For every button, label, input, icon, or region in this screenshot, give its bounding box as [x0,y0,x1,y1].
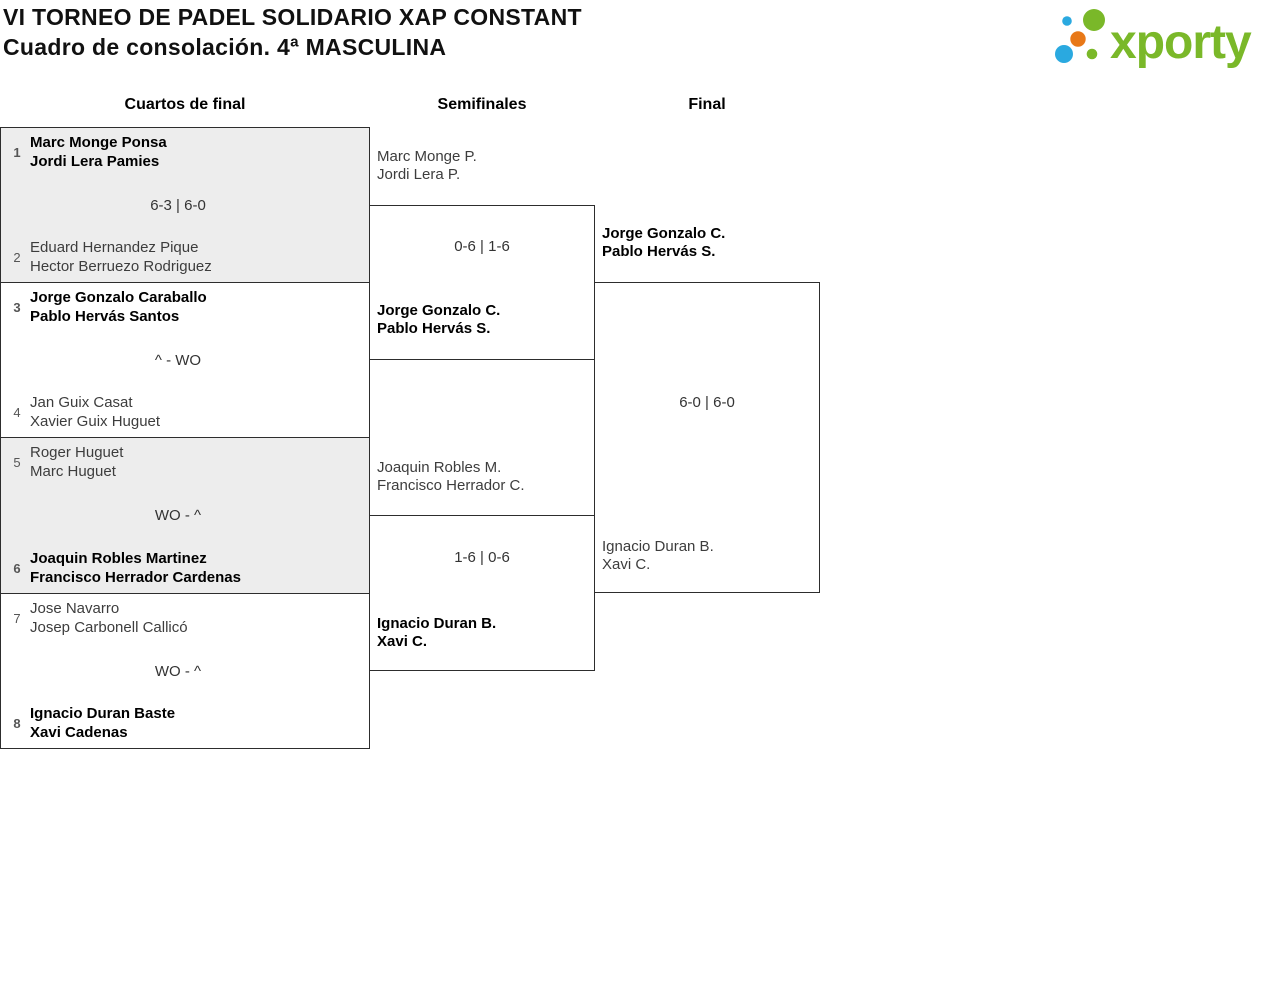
final-score: 6-0 | 6-0 [679,394,735,411]
sf2-team-bottom: Ignacio Duran B. Xavi C. [377,615,497,650]
sf1-team-bottom: Jorge Gonzalo C. Pablo Hervás S. [377,302,501,337]
team-names: Marc Monge Ponsa Jordi Lera Pamies [30,134,167,170]
qf-match-2: 3 Jorge Gonzalo Caraballo Pablo Hervás S… [0,282,370,438]
team-row: 2 Eduard Hernandez Pique Hector Berruezo… [9,239,361,276]
seed-number: 2 [13,250,21,265]
tournament-title: VI TORNEO DE PADEL SOLIDARIO XAP CONSTAN… [3,2,582,62]
logo-dot-orange [1070,31,1086,47]
round-header-semifinales: Semifinales [437,96,527,113]
seed-number: 5 [13,455,21,470]
team-row: 1 Marc Monge Ponsa Jordi Lera Pamies [9,134,361,171]
sf-match-2-box [369,515,595,671]
team-names: Joaquin Robles Martinez Francisco Herrad… [30,550,241,586]
sf1-score: 0-6 | 1-6 [454,238,510,255]
team-row: 8 Ignacio Duran Baste Xavi Cadenas [9,705,361,742]
seed-number: 1 [13,145,21,160]
match-score: WO - ^ [154,507,202,524]
tournament-title-line2: Cuadro de consolación. 4ª MASCULINA [3,34,447,60]
sf1-team-top: Marc Monge P. Jordi Lera P. [377,148,477,183]
team-names: Ignacio Duran Baste Xavi Cadenas [30,705,176,741]
match-score: WO - ^ [154,662,202,680]
tournament-title-line1: VI TORNEO DE PADEL SOLIDARIO XAP CONSTAN… [3,4,582,30]
team-names: Jose Navarro Josep Carbonell Callicó [30,600,188,636]
xporty-logo-text: xporty [1110,16,1252,69]
xporty-logo-dots [1055,9,1105,63]
seed-number: 3 [13,300,21,315]
final-team-top: Jorge Gonzalo C. Pablo Hervás S. [602,225,726,260]
qf-match-3: 5 Roger Huguet Marc Huguet WO - ^ 6 Joaq… [0,437,370,594]
team-row: 6 Joaquin Robles Martinez Francisco Herr… [9,550,361,587]
sf2-team-top: Joaquin Robles M. Francisco Herrador C. [377,459,525,494]
seed-number: 4 [13,405,21,420]
round-header-cuartos: Cuartos de final [124,96,246,113]
team-row: 4 Jan Guix Casat Xavier Guix Huguet [9,394,361,431]
xporty-logo: xporty [1055,9,1253,69]
team-names: Eduard Hernandez Pique Hector Berruezo R… [30,239,212,275]
seed-number: 6 [13,561,21,576]
sf2-score: 1-6 | 0-6 [454,549,510,566]
logo-dot-green-large [1083,9,1105,31]
logo-dot-green-small [1086,48,1098,60]
team-names: Jorge Gonzalo Caraballo Pablo Hervás San… [30,289,207,325]
team-row: 3 Jorge Gonzalo Caraballo Pablo Hervás S… [9,289,361,326]
qf-match-4: 7 Jose Navarro Josep Carbonell Callicó W… [0,593,370,749]
seed-number: 7 [13,611,21,626]
qf-match-1: 1 Marc Monge Ponsa Jordi Lera Pamies 6-3… [0,127,370,283]
match-score: ^ - WO [154,351,202,369]
final-team-bottom: Ignacio Duran B. Xavi C. [602,538,714,573]
team-names: Roger Huguet Marc Huguet [30,444,124,480]
team-row: 5 Roger Huguet Marc Huguet [9,444,361,481]
team-names: Jan Guix Casat Xavier Guix Huguet [30,394,161,430]
logo-dot-blue-large [1055,45,1073,63]
match-score: 6-3 | 6-0 [150,196,206,214]
team-row: 7 Jose Navarro Josep Carbonell Callicó [9,600,361,637]
final-match-box [594,282,820,593]
logo-dot-blue-small [1062,16,1072,26]
seed-number: 8 [13,716,21,731]
round-header-final: Final [688,96,726,113]
